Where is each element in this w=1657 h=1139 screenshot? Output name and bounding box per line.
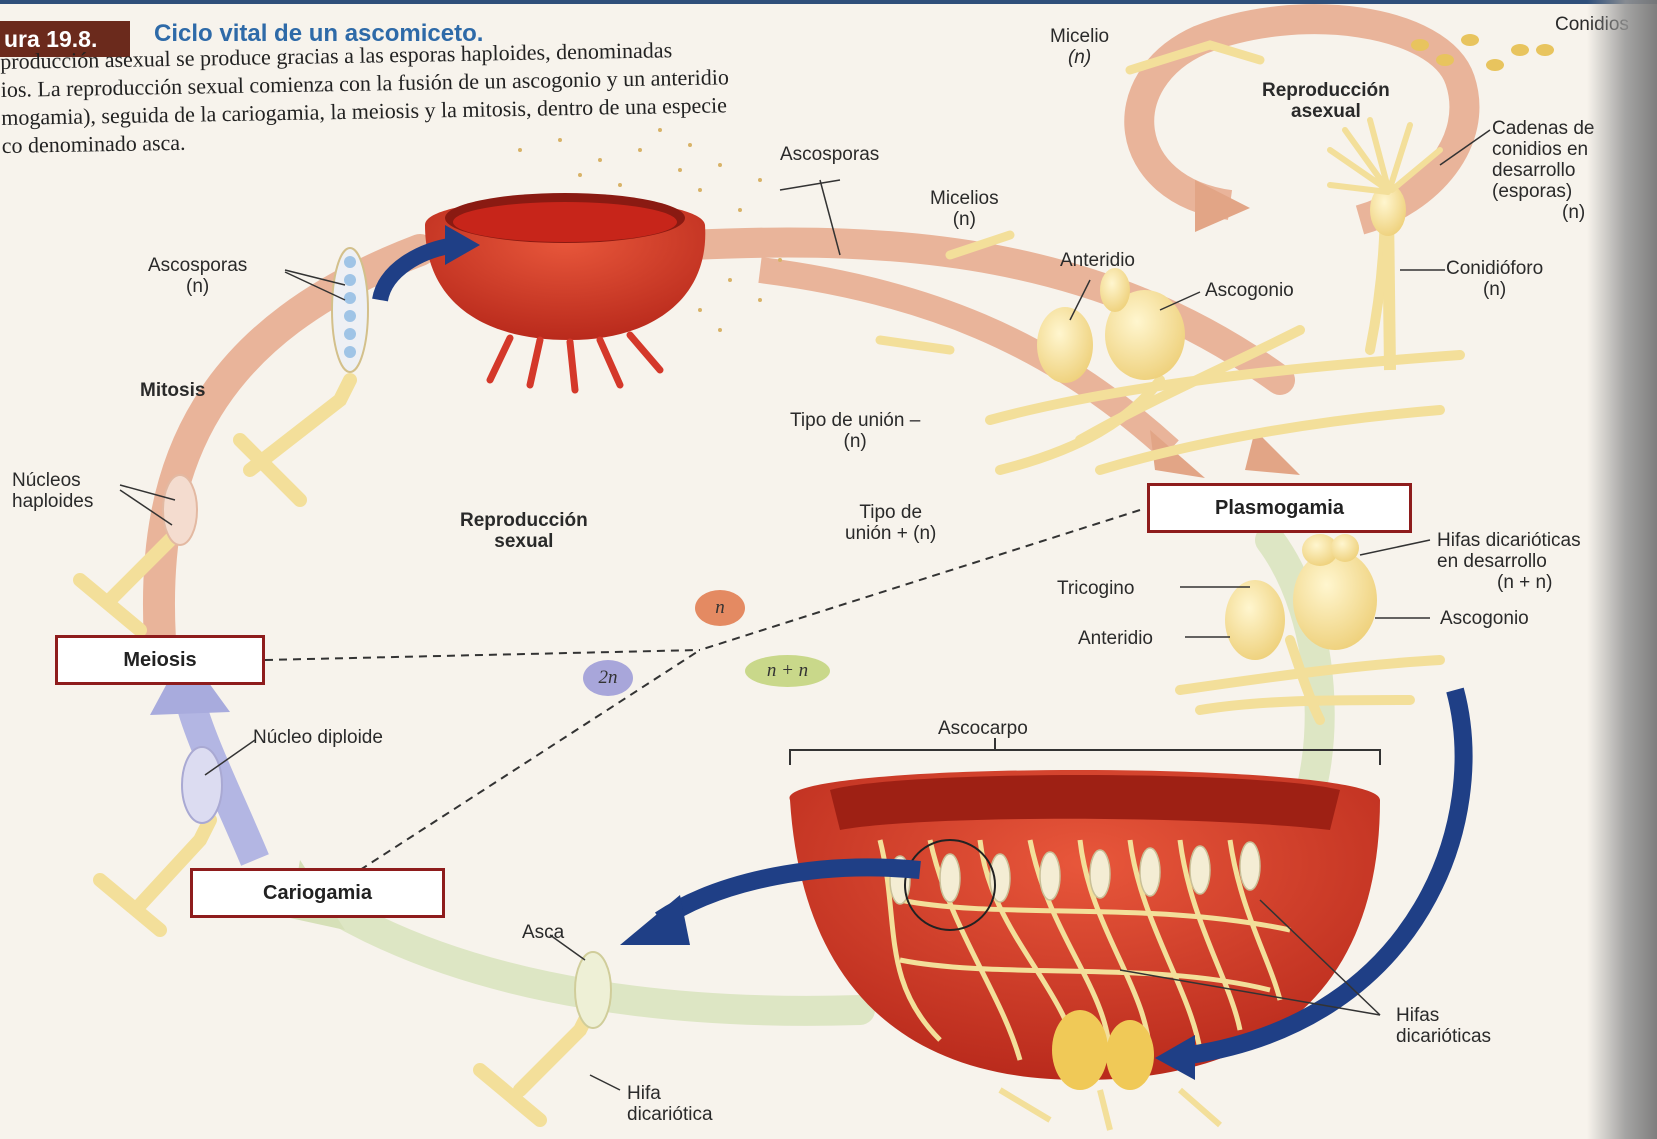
label-line: dicariótica [627, 1104, 713, 1125]
label-tipo-union-plus: Tipo de unión + (n) [845, 502, 936, 544]
label-reproduccion-sexual: Reproducción sexual [460, 510, 588, 552]
label-ascosporas-top: Ascosporas [780, 144, 879, 165]
label-ascosporas-left: Ascosporas (n) [148, 255, 247, 297]
label-micelios: Micelios (n) [930, 188, 999, 230]
label-line: conidios en [1492, 139, 1594, 160]
label-line: Micelios [930, 188, 999, 209]
label-ascogonio-top: Ascogonio [1205, 280, 1294, 301]
top-ascocarp-cup [425, 193, 705, 390]
dashed-line-meiosis [265, 650, 700, 660]
label-line: (esporas) [1492, 181, 1594, 202]
label-ascocarpo: Ascocarpo [938, 718, 1028, 739]
antheridium-right-cell [1225, 580, 1285, 660]
label-line: (n) [790, 431, 920, 452]
ascocarp-bracket [790, 738, 1380, 765]
label-conidioforo: Conidióforo (n) [1446, 258, 1543, 300]
stage-meiosis: Meiosis [55, 635, 265, 685]
conidiophore [1330, 120, 1440, 370]
label-reproduccion-asexual: Reproducción asexual [1262, 80, 1390, 122]
ascus-diploid-nucleus [182, 747, 222, 823]
label-line: Hifas dicarióticas [1437, 530, 1581, 551]
label-line: haploides [12, 491, 93, 512]
bottom-ascocarp [790, 770, 1380, 1130]
legend-dikaryon: n + n [745, 655, 830, 687]
legend-haploid: n [695, 590, 745, 626]
label-line: (n) [1446, 279, 1543, 300]
label-line: (n) [1050, 47, 1109, 68]
label-line: (n) [930, 209, 999, 230]
label-hifas-dicarioticas: Hifas dicarióticas [1396, 1005, 1491, 1047]
label-line: dicarióticas [1396, 1026, 1491, 1047]
label-line: (n) [148, 276, 247, 297]
label-anteridio-right: Anteridio [1078, 628, 1153, 649]
dashed-line-cariogamy [360, 650, 700, 870]
label-line: (n + n) [1437, 572, 1581, 593]
ascus-haploid-nuclei [163, 475, 197, 545]
label-line: Hifas [1396, 1005, 1491, 1026]
label-anteridio-top: Anteridio [1060, 250, 1135, 271]
label-hifa-dicariotica: Hifa dicariótica [627, 1083, 713, 1125]
label-nucleo-diploide: Núcleo diploide [253, 727, 383, 748]
stage-cariogamia: Cariogamia [190, 868, 445, 918]
label-line: Conidióforo [1446, 258, 1543, 279]
label-nucleos-haploides: Núcleos haploides [12, 470, 93, 512]
asexual-arrowhead [1195, 180, 1250, 232]
label-tipo-union-minus: Tipo de unión – (n) [790, 410, 920, 452]
figure-caption: producción asexual se produce gracias a … [0, 31, 962, 160]
label-ascogonio-right: Ascogonio [1440, 608, 1529, 629]
label-asca: Asca [522, 922, 564, 943]
label-tricogino: Tricogino [1057, 578, 1134, 599]
label-line: desarrollo [1492, 160, 1594, 181]
label-micelio: Micelio (n) [1050, 26, 1109, 68]
ascogonium-right-cell [1293, 550, 1377, 650]
label-line: Hifa [627, 1083, 713, 1104]
label-cadenas-conidios: Cadenas de conidios en desarrollo (espor… [1492, 118, 1594, 223]
label-line: Cadenas de [1492, 118, 1594, 139]
label-line: Reproducción [460, 510, 588, 531]
label-line: asexual [1262, 101, 1390, 122]
label-hifas-dicarioticas-dev: Hifas dicarióticas en desarrollo (n + n) [1437, 530, 1581, 593]
label-line: (n) [1492, 202, 1594, 223]
label-line: sexual [460, 531, 588, 552]
legend-diploid: 2n [583, 660, 633, 696]
label-line: en desarrollo [1437, 551, 1581, 572]
label-line: Tipo de [845, 502, 936, 523]
label-mitosis: Mitosis [140, 380, 205, 401]
label-line: Reproducción [1262, 80, 1390, 101]
label-line: Tipo de unión – [790, 410, 920, 431]
label-line: Núcleos [12, 470, 93, 491]
label-line: Ascosporas [148, 255, 247, 276]
page-edge-shadow [1587, 0, 1657, 1139]
stage-plasmogamia: Plasmogamia [1147, 483, 1412, 533]
ascus-bottom [575, 952, 611, 1028]
antheridium-top-cell [1037, 307, 1093, 383]
label-line: Micelio [1050, 26, 1109, 47]
label-line: unión + (n) [845, 523, 936, 544]
